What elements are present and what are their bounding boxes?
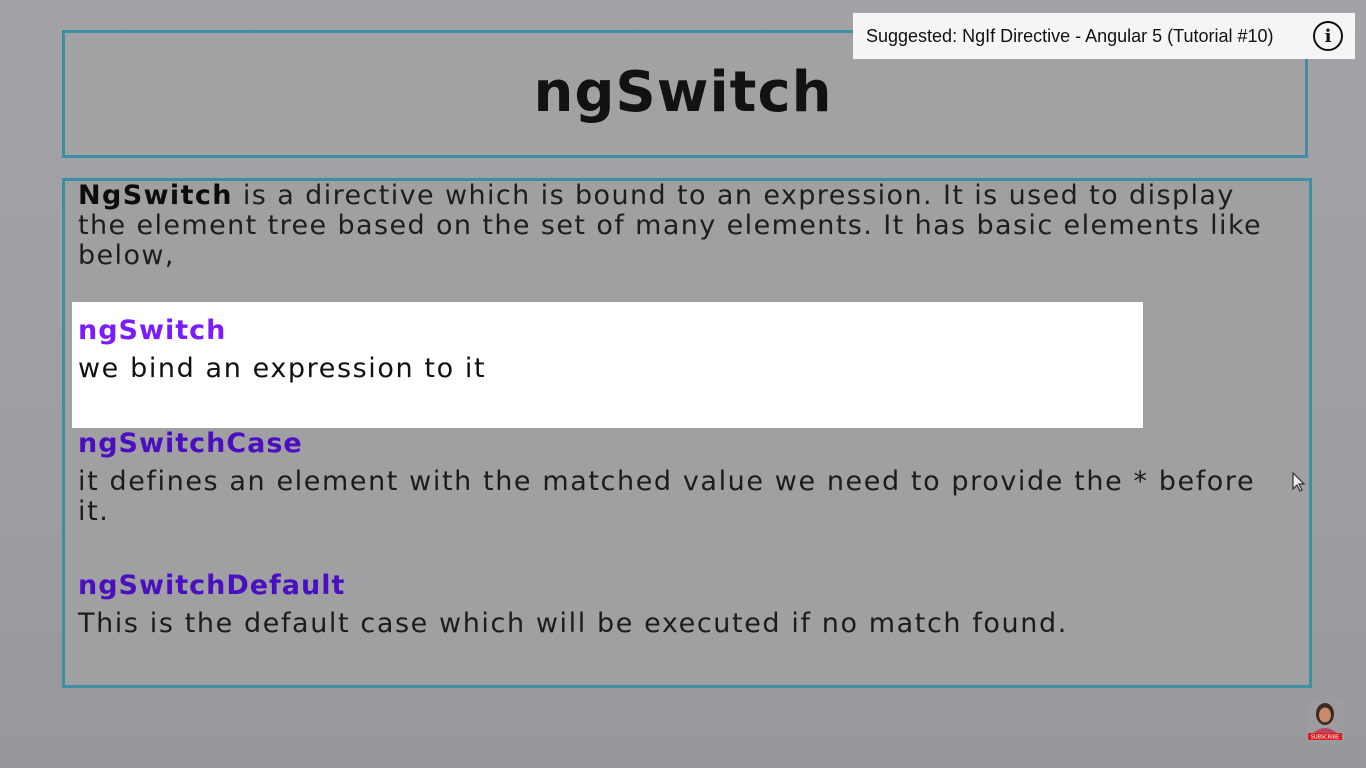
highlight-box <box>72 302 1143 428</box>
item-term-ngswitchcase: ngSwitchCase <box>78 428 303 459</box>
suggested-video-card[interactable]: Suggested: NgIf Directive - Angular 5 (T… <box>853 13 1355 59</box>
subscribe-avatar-icon[interactable]: SUBSCRIBE <box>1306 700 1344 742</box>
mouse-cursor-icon <box>1292 471 1306 492</box>
item-desc-ngswitchdefault: This is the default case which will be e… <box>78 608 1068 639</box>
slide-content-box <box>62 178 1312 688</box>
subscribe-text: SUBSCRIBE <box>1311 735 1339 741</box>
item-desc-ngswitchcase: it defines an element with the matched v… <box>78 466 1256 527</box>
item-term-ngswitch: ngSwitch <box>78 315 227 346</box>
slide-intro: NgSwitch is a directive which is bound t… <box>78 181 1278 271</box>
info-icon[interactable]: i <box>1313 21 1343 51</box>
intro-text: is a directive which is bound to an expr… <box>78 180 1263 271</box>
item-term-ngswitchdefault: ngSwitchDefault <box>78 570 346 601</box>
suggested-video-label[interactable]: Suggested: NgIf Directive - Angular 5 (T… <box>866 25 1274 46</box>
slide-title: ngSwitch <box>533 60 833 125</box>
item-desc-ngswitch: we bind an expression to it <box>78 353 487 384</box>
intro-bold-term: NgSwitch <box>78 180 233 211</box>
